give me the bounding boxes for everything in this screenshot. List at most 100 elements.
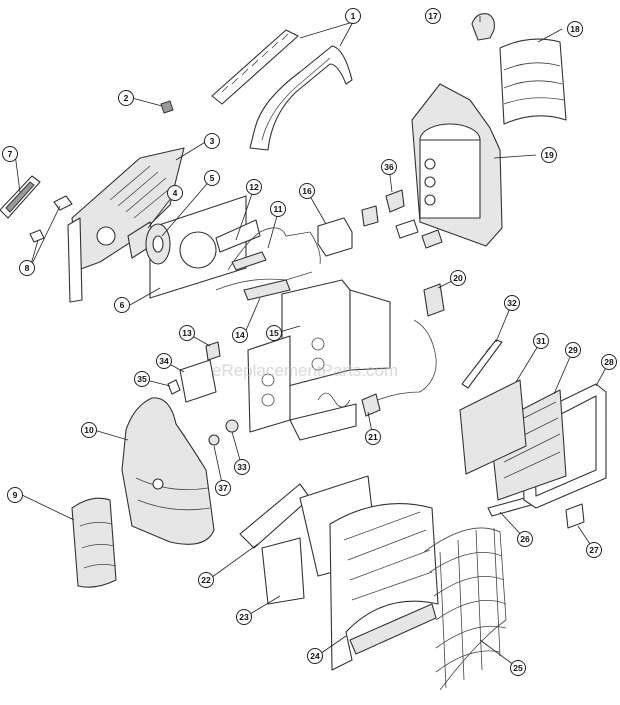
callout-29: 29	[565, 342, 581, 358]
callout-16: 16	[299, 183, 315, 199]
part-36-connector	[361, 189, 443, 249]
callout-2: 2	[118, 90, 134, 106]
callout-6: 6	[114, 297, 130, 313]
part-7-panel	[0, 175, 41, 219]
part-11-thermocouple	[227, 227, 321, 271]
svg-text:23: 23	[239, 612, 249, 622]
svg-text:27: 27	[589, 545, 599, 555]
callout-13: 13	[179, 325, 195, 341]
svg-text:36: 36	[384, 162, 394, 172]
part-9-cover	[71, 497, 117, 588]
svg-text:28: 28	[604, 357, 614, 367]
svg-text:12: 12	[249, 182, 259, 192]
callout-34: 34	[156, 353, 172, 369]
part-21-hose	[361, 391, 421, 417]
callout-11: 11	[270, 201, 286, 217]
part-10-body	[121, 397, 215, 545]
callout-5: 5	[204, 170, 220, 186]
callout-12: 12	[246, 179, 262, 195]
part-18-guard	[499, 38, 567, 125]
part-31-ceramic-tile	[459, 379, 527, 475]
callout-19: 19	[541, 147, 557, 163]
callout-22: 22	[198, 572, 214, 588]
part-17-knob	[471, 13, 495, 41]
part-13-fitting	[205, 341, 221, 361]
part-3-housing	[71, 147, 185, 271]
part-37-orifice	[208, 434, 220, 446]
callout-24: 24	[307, 648, 323, 664]
svg-text:22: 22	[201, 575, 211, 585]
svg-text:3: 3	[210, 136, 215, 146]
svg-text:16: 16	[302, 186, 312, 196]
part-5-fan	[145, 223, 171, 265]
callout-18: 18	[567, 21, 583, 37]
svg-text:19: 19	[544, 150, 554, 160]
callout-27: 27	[586, 542, 602, 558]
svg-text:29: 29	[568, 345, 578, 355]
part-19-housing	[411, 83, 503, 247]
part-27-foot	[565, 503, 585, 529]
part-2-clip	[160, 100, 174, 114]
part-25-grill	[423, 527, 507, 691]
svg-text:6: 6	[120, 300, 125, 310]
callout-36: 36	[381, 159, 397, 175]
svg-text:17: 17	[428, 11, 438, 21]
part-23-reflector	[261, 537, 305, 605]
callout-15: 15	[266, 325, 282, 341]
svg-text:26: 26	[520, 534, 530, 544]
svg-text:33: 33	[237, 462, 247, 472]
svg-text:20: 20	[453, 273, 463, 283]
callout-23: 23	[236, 609, 252, 625]
svg-text:31: 31	[536, 336, 546, 346]
svg-text:10: 10	[84, 425, 94, 435]
callout-17: 17	[425, 8, 441, 24]
callout-31: 31	[533, 333, 549, 349]
callout-1: 1	[345, 8, 361, 24]
callout-26: 26	[517, 531, 533, 547]
svg-text:5: 5	[210, 173, 215, 183]
callout-9: 9	[7, 487, 23, 503]
part-32-burner-rail	[461, 339, 503, 389]
svg-text:24: 24	[310, 651, 320, 661]
svg-text:32: 32	[507, 298, 517, 308]
part-34-valve-body	[179, 359, 217, 403]
svg-text:9: 9	[13, 490, 18, 500]
callout-20: 20	[450, 270, 466, 286]
callout-3: 3	[204, 133, 220, 149]
callout-37: 37	[215, 480, 231, 496]
callout-14: 14	[232, 327, 248, 343]
part-16-bracket	[317, 217, 353, 257]
svg-text:7: 7	[8, 149, 13, 159]
part-35-spacer	[167, 379, 181, 395]
part-20-valve	[413, 283, 445, 393]
part-24-screen	[329, 503, 439, 671]
callout-35: 35	[134, 371, 150, 387]
callout-7: 7	[2, 146, 18, 162]
svg-text:18: 18	[570, 24, 580, 34]
part-33-nut	[225, 419, 239, 433]
watermark-text: eReplacementParts.com	[212, 361, 398, 380]
svg-text:2: 2	[124, 93, 129, 103]
callout-8: 8	[19, 260, 35, 276]
part-15-frame	[247, 279, 391, 441]
svg-text:15: 15	[269, 328, 279, 338]
callout-33: 33	[234, 459, 250, 475]
svg-text:21: 21	[368, 432, 378, 442]
svg-text:14: 14	[235, 330, 245, 340]
svg-text:4: 4	[173, 188, 178, 198]
svg-text:37: 37	[218, 483, 228, 493]
svg-text:13: 13	[182, 328, 192, 338]
callout-25: 25	[510, 660, 526, 676]
callout-4: 4	[167, 185, 183, 201]
part-14-burner-wire	[215, 271, 313, 301]
callout-21: 21	[365, 429, 381, 445]
svg-text:1: 1	[351, 11, 356, 21]
svg-text:11: 11	[274, 204, 283, 214]
part-8-switch	[29, 195, 73, 243]
svg-text:34: 34	[159, 356, 169, 366]
svg-text:25: 25	[513, 663, 523, 673]
svg-text:8: 8	[25, 263, 30, 273]
callout-32: 32	[504, 295, 520, 311]
callout-10: 10	[81, 422, 97, 438]
